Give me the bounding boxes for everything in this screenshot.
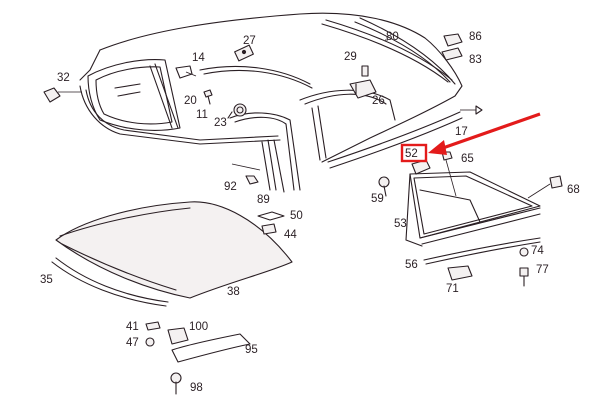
callout-86: 86 <box>469 31 482 43</box>
callout-35: 35 <box>40 274 53 286</box>
callout-83: 83 <box>469 54 482 66</box>
callout-20: 20 <box>184 95 197 107</box>
callout-17: 17 <box>455 126 468 138</box>
callout-56: 56 <box>405 259 418 271</box>
callout-71: 71 <box>446 283 459 295</box>
callout-50: 50 <box>290 210 303 222</box>
callout-68: 68 <box>567 184 580 196</box>
callout-89: 89 <box>257 194 270 206</box>
part-32-rear-frame <box>79 59 281 145</box>
part-38-hardtop <box>55 201 293 299</box>
callout-77: 77 <box>536 264 549 276</box>
part-hardware-right <box>378 151 563 287</box>
callout-65: 65 <box>461 153 474 165</box>
highlight-box-52 <box>400 143 428 163</box>
callout-32: 32 <box>57 72 70 84</box>
callout-53: 53 <box>394 218 407 230</box>
roof-frame <box>79 12 463 163</box>
part-side-bows <box>199 65 396 191</box>
callout-38: 38 <box>227 286 240 298</box>
callout-26: 26 <box>372 95 385 107</box>
part-hardware-center <box>231 163 285 235</box>
callout-59: 59 <box>371 193 384 205</box>
part-35-strip <box>51 257 169 307</box>
part-hardware-lower <box>145 321 251 395</box>
callout-41: 41 <box>126 321 139 333</box>
callout-44: 44 <box>284 229 297 241</box>
callout-74: 74 <box>531 245 544 257</box>
callout-23: 23 <box>214 117 227 129</box>
callout-80: 80 <box>386 31 399 43</box>
callout-98: 98 <box>190 382 203 394</box>
callout-14: 14 <box>192 52 205 64</box>
part-56-strip <box>423 237 541 265</box>
part-89-post <box>261 139 285 193</box>
part-hardware-upper <box>43 33 463 119</box>
callout-27: 27 <box>243 35 256 47</box>
callout-29: 29 <box>344 51 357 63</box>
highlight-arrow <box>428 112 541 155</box>
callout-92: 92 <box>224 181 237 193</box>
callout-95: 95 <box>245 344 258 356</box>
callout-52: 52 <box>405 148 418 160</box>
part-80-roof-rail <box>321 19 453 83</box>
callout-11: 11 <box>196 109 208 121</box>
callout-47: 47 <box>126 337 139 349</box>
callout-100: 100 <box>189 321 208 333</box>
part-53-rear-window <box>405 171 541 247</box>
part-17-strip <box>327 105 483 169</box>
